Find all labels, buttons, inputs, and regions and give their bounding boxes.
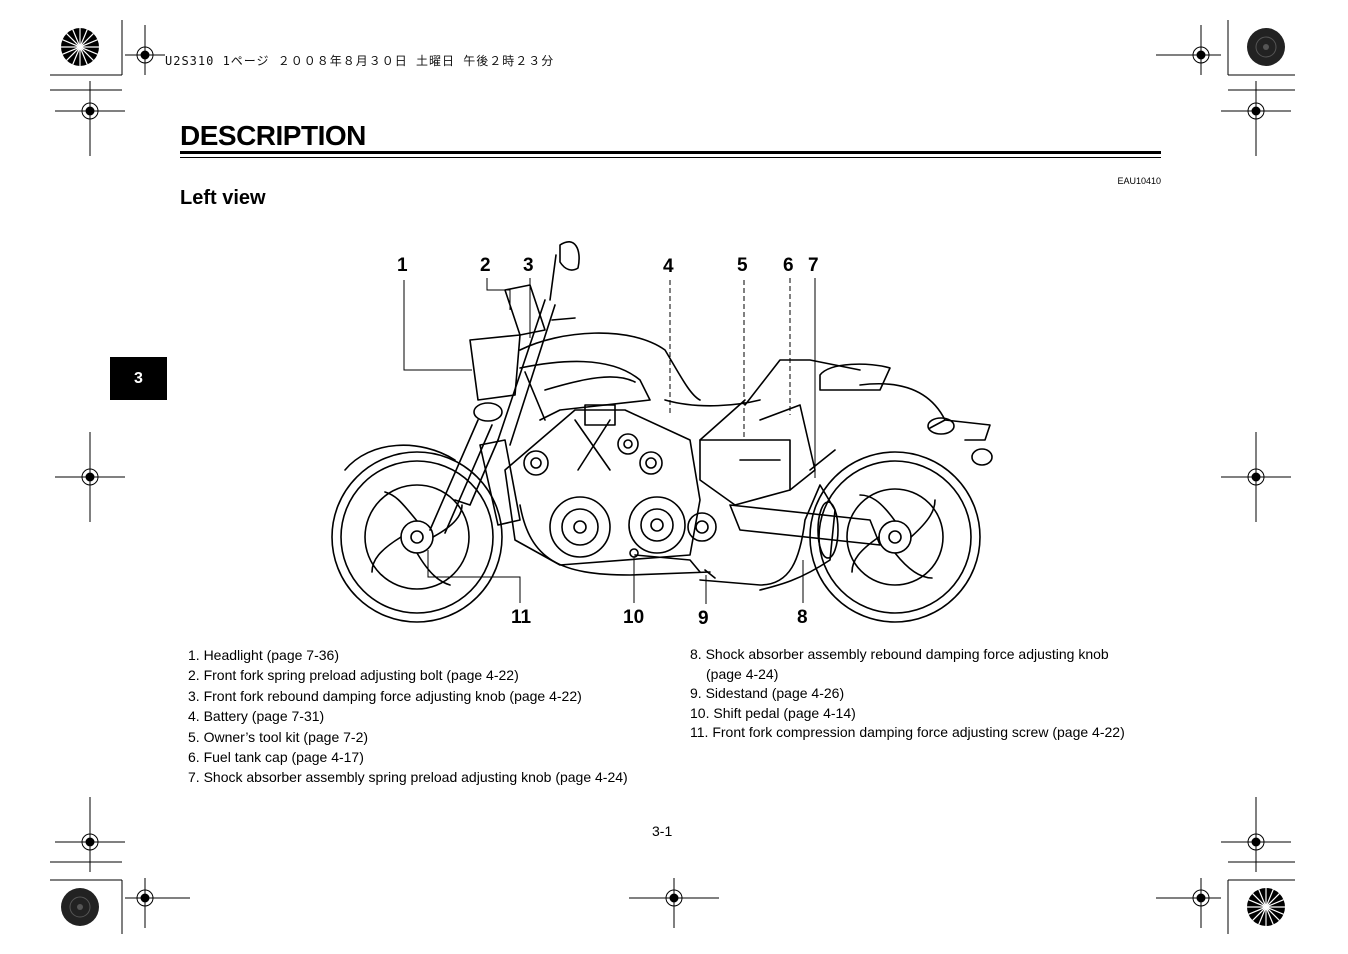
motorcycle-left-view-illustration (331, 241, 993, 623)
callout-6: 6 (783, 255, 794, 276)
leader-line-1 (403, 280, 472, 371)
legend-right: 8. Shock absorber assembly rebound dampi… (690, 645, 1125, 743)
section-code: EAU10410 (1117, 176, 1161, 186)
print-info-header: U2S310 1ページ ２００８年８月３０日 土曜日 午後２時２３分 (165, 54, 555, 68)
legend-item: 8. Shock absorber assembly rebound dampi… (690, 646, 1109, 662)
callout-10: 10 (623, 607, 645, 628)
title-rule-thick (180, 151, 1161, 154)
legend-item: 7. Shock absorber assembly spring preloa… (188, 769, 628, 786)
legend-item: 2. Front fork spring preload adjusting b… (188, 667, 519, 684)
callout-5: 5 (737, 255, 748, 276)
legend-item: 9. Sidestand (page 4-26) (690, 685, 845, 701)
leader-line-11 (427, 550, 521, 603)
legend-item: 3. Front fork rebound damping force adju… (188, 687, 582, 704)
callout-1: 1 (397, 255, 408, 276)
page-title: DESCRIPTION (180, 120, 366, 151)
legend-left: 1. Headlight (page 7-36) 2. Front fork s… (188, 645, 628, 788)
title-rule-thin (180, 157, 1161, 158)
callout-3: 3 (523, 255, 534, 276)
page-number: 3-1 (652, 823, 673, 839)
legend-item: 4. Battery (page 7-31) (188, 708, 325, 725)
section-subtitle: Left view (180, 187, 266, 209)
callout-2: 2 (480, 255, 491, 276)
leader-line-2 (486, 278, 511, 310)
legend-item: 11. Front fork compression damping force… (690, 724, 1125, 740)
legend-item: 1. Headlight (page 7-36) (188, 647, 339, 663)
callout-11: 11 (511, 607, 532, 628)
callout-9: 9 (698, 608, 709, 629)
legend-item-continuation: (page 4-24) (706, 665, 779, 682)
legend-item: 10. Shift pedal (page 4-14) (690, 704, 856, 721)
callout-8: 8 (797, 607, 808, 628)
legend-item: 6. Fuel tank cap (page 4-17) (188, 749, 364, 766)
legend-item: 5. Owner’s tool kit (page 7-2) (188, 728, 369, 745)
callout-4: 4 (663, 256, 674, 277)
chapter-tab: 3 (110, 357, 167, 400)
callout-7: 7 (808, 255, 819, 276)
